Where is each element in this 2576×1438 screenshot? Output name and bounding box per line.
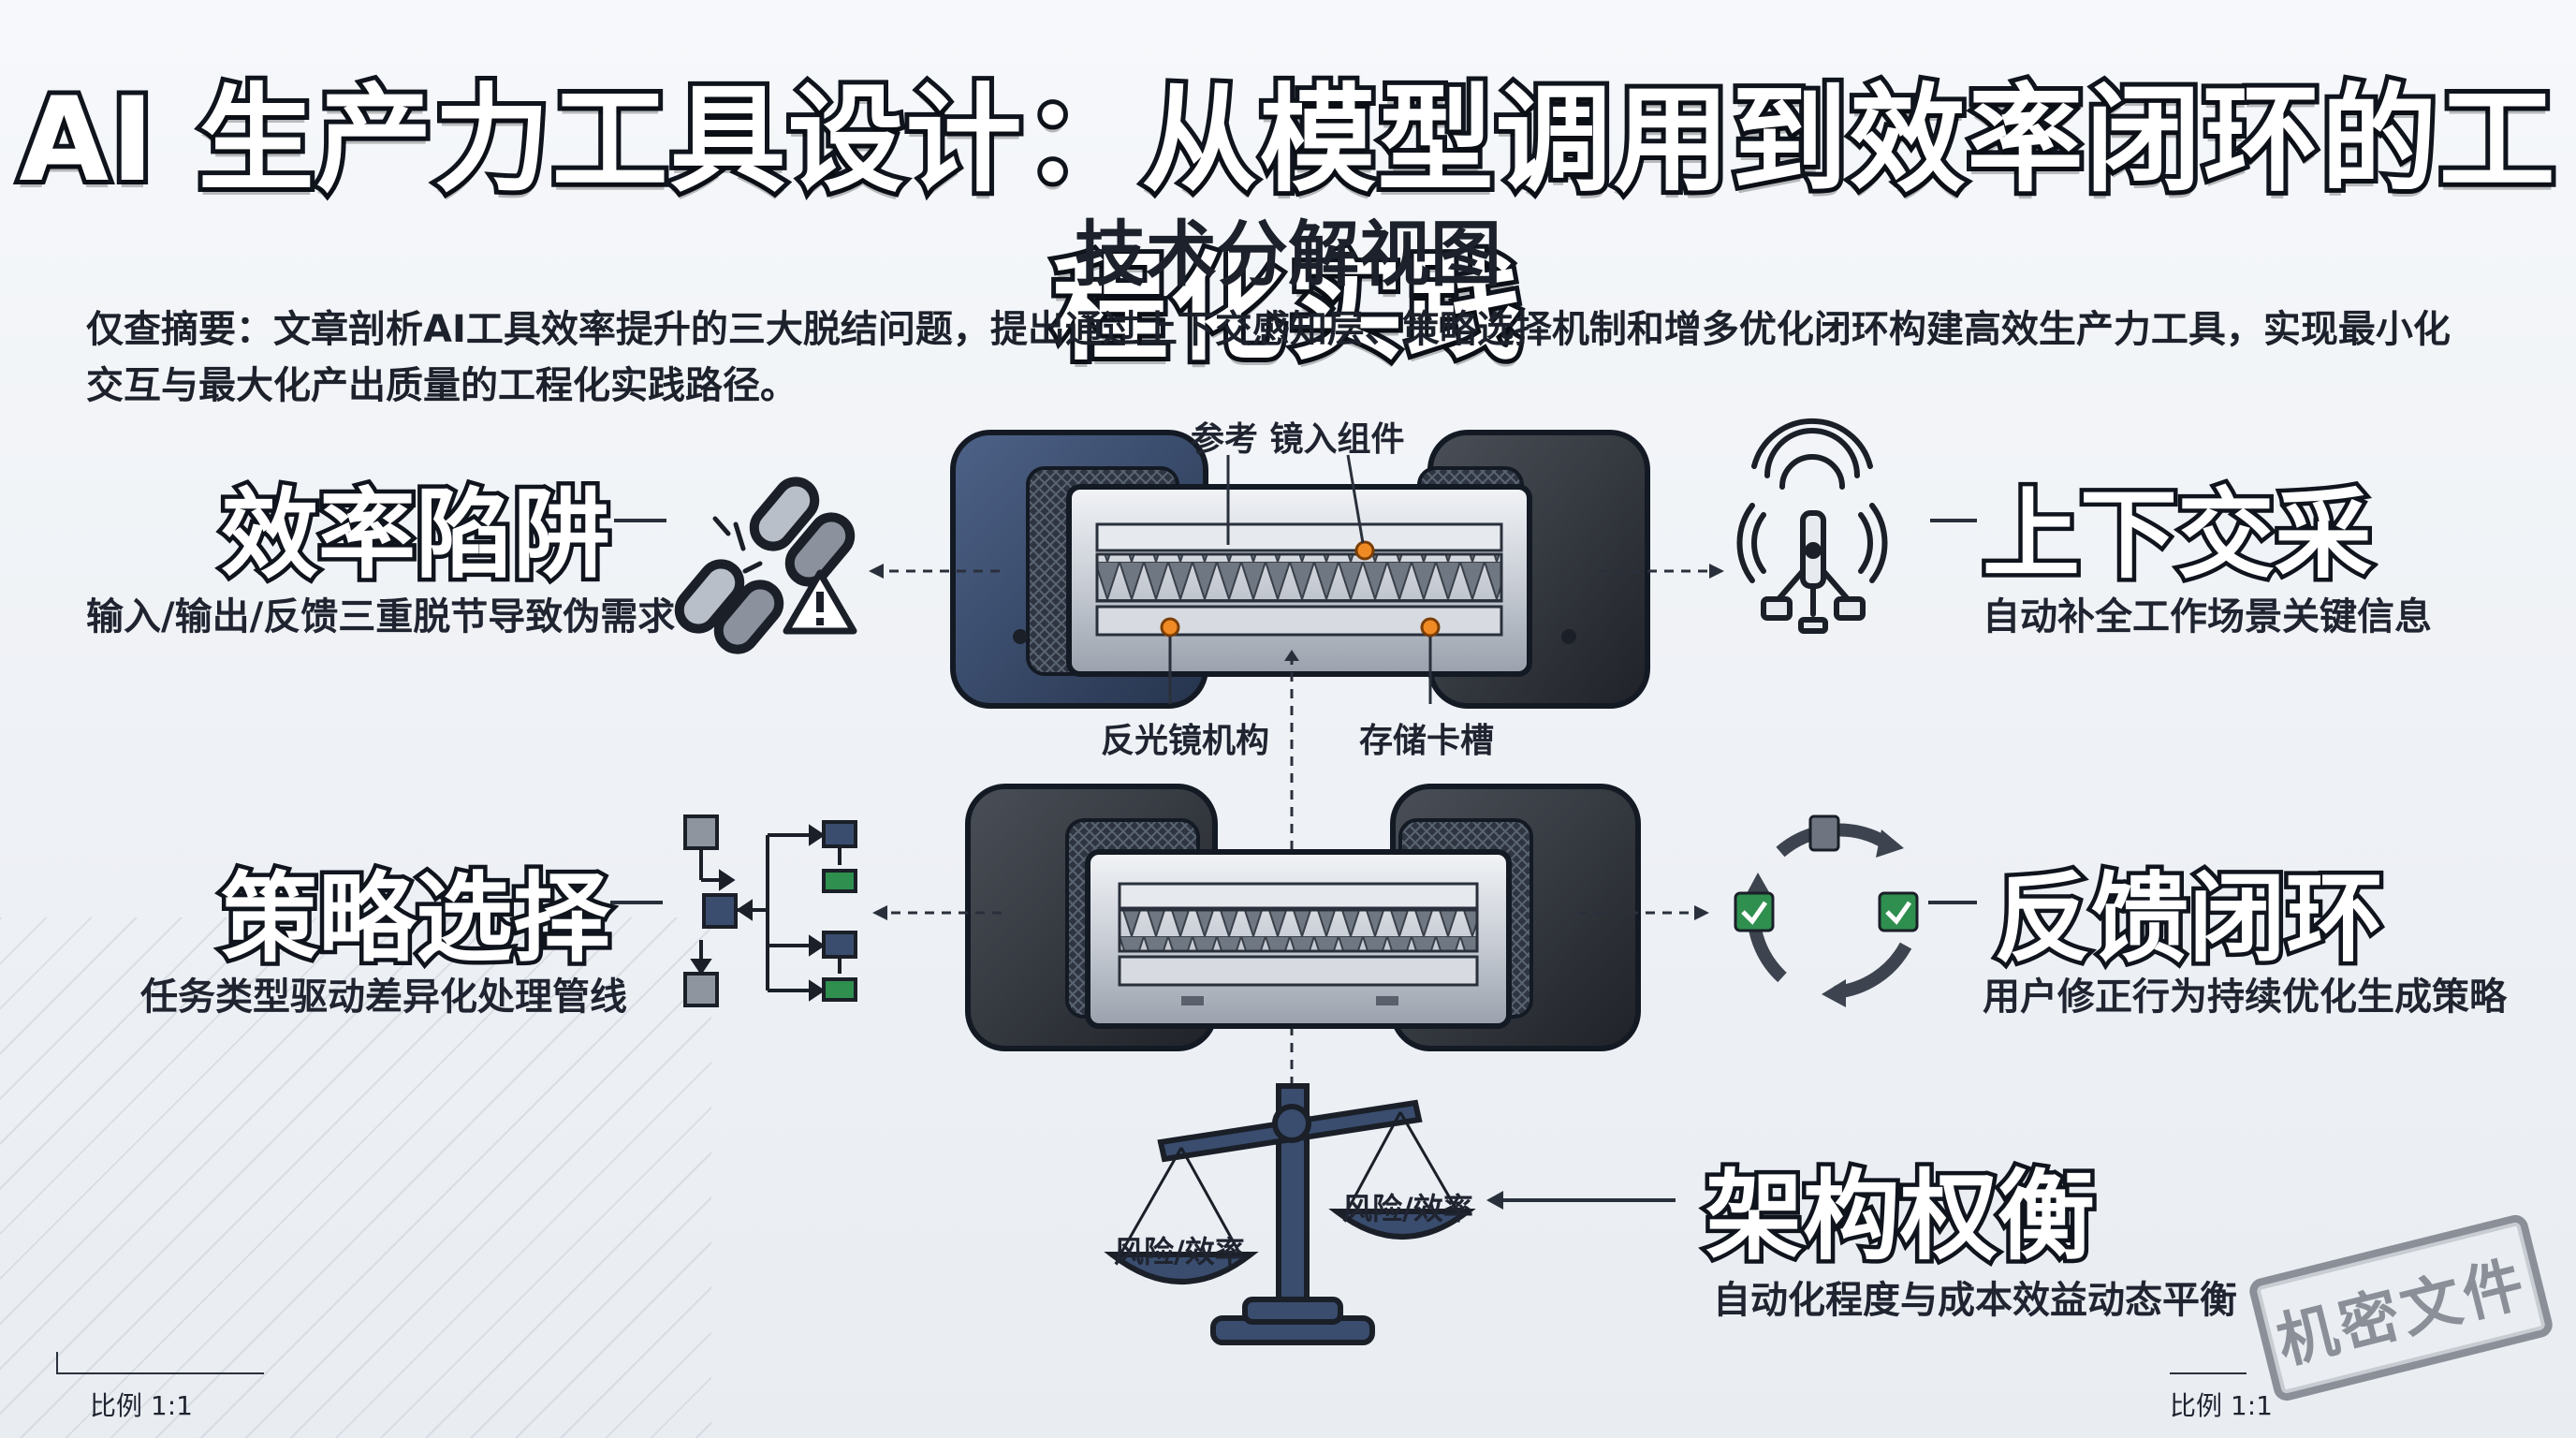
tradeoff-desc: 自动化程度与成本效益动态平衡	[1713, 1279, 2237, 1322]
scale-tick-left	[56, 1352, 58, 1374]
callout-reflector: 反光镜机构	[1101, 722, 1270, 760]
flowchart-icon	[683, 814, 857, 1007]
top-module	[950, 430, 1650, 709]
indicator-light	[1420, 617, 1441, 638]
broken-chain-warning-icon	[674, 477, 856, 654]
balance-scale-icon	[1104, 1083, 1476, 1345]
indicator-light	[1160, 617, 1180, 638]
indicator-light	[1354, 540, 1375, 561]
context-desc: 自动补全工作场景关键信息	[1983, 595, 2432, 638]
callout-storage-slot: 存储卡槽	[1359, 722, 1495, 760]
right-pan-label: 风险/效率	[1342, 1191, 1473, 1226]
abstract-text: 仅查摘要：文章剖析AI工具效率提升的三大脱结问题，提出通过上下交感知层、策略选择…	[86, 308, 2451, 407]
tradeoff-title: 架构权衡	[1701, 1155, 2099, 1278]
background-hatch	[0, 917, 711, 1438]
scale-bar-left	[56, 1372, 264, 1374]
ratio-label-left: 比例 1:1	[90, 1390, 193, 1421]
efficiency-trap-title: 效率陷阱	[216, 474, 614, 596]
ratio-label-right: 比例 1:1	[2170, 1390, 2273, 1421]
middle-module	[965, 784, 1641, 1051]
signal-sensor-icon	[1736, 418, 1888, 634]
page-title: AI 生产力工具设计：从模型调用到效率闭环的工程化实践	[14, 68, 2559, 381]
feedback-desc: 用户修正行为持续优化生成策略	[1983, 976, 2507, 1019]
left-pan-label: 风险/效率	[1114, 1234, 1245, 1269]
efficiency-trap-desc: 输入/输出/反馈三重脱节导致伪需求	[86, 595, 676, 638]
strategy-title: 策略选择	[216, 858, 614, 980]
scale-bar-right	[2170, 1372, 2247, 1374]
cycle-check-icon	[1734, 814, 1919, 1007]
callout-line-reference	[1346, 454, 1365, 544]
context-title: 上下交采	[1978, 474, 2376, 596]
strategy-desc: 任务类型驱动差异化处理管线	[140, 976, 627, 1019]
warning-icon	[783, 569, 857, 635]
callout-reference-component: 参考 镜入组件	[1191, 420, 1405, 459]
page-subtitle: 技术分解视图	[1075, 213, 1501, 296]
feedback-title: 反馈闭环	[1989, 858, 2387, 980]
